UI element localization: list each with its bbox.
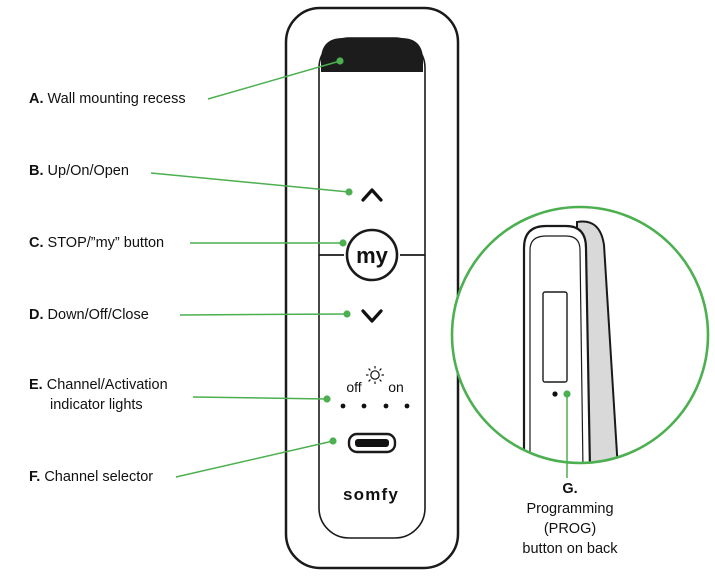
label-d-letter: D. bbox=[29, 307, 44, 323]
label-d: D. Down/Off/Close bbox=[29, 305, 149, 325]
label-d-text: Down/Off/Close bbox=[47, 307, 149, 323]
back-recess bbox=[542, 291, 568, 383]
label-b-letter: B. bbox=[29, 163, 44, 179]
remote-back-face bbox=[522, 224, 592, 463]
my-button[interactable] bbox=[345, 228, 399, 282]
label-g-line3: button on back bbox=[522, 541, 618, 557]
somfy-logo: somfy bbox=[343, 485, 399, 504]
label-g-line1: Programming bbox=[526, 501, 614, 517]
label-a: A. Wall mounting recess bbox=[29, 89, 186, 109]
wall-mounting-recess bbox=[321, 38, 423, 72]
label-e-text: Channel/Activation bbox=[46, 377, 168, 393]
chevron-up-icon[interactable] bbox=[361, 188, 383, 202]
label-f: F. Channel selector bbox=[29, 467, 153, 487]
label-g-letter: G. bbox=[562, 481, 578, 497]
prog-button[interactable] bbox=[552, 391, 558, 397]
on-label: on bbox=[388, 379, 404, 395]
label-g: G. Programming (PROG) button on back bbox=[500, 479, 640, 559]
leader-lines bbox=[150, 57, 571, 478]
off-label: off bbox=[346, 379, 361, 395]
sun-icon bbox=[366, 366, 384, 384]
indicator-light-4 bbox=[404, 403, 410, 409]
remote-face bbox=[318, 37, 426, 539]
label-e-letter: E. bbox=[29, 377, 43, 393]
label-f-letter: F. bbox=[29, 469, 41, 485]
label-c-text: STOP/”my” button bbox=[47, 235, 165, 251]
label-a-letter: A. bbox=[29, 91, 44, 107]
label-c-letter: C. bbox=[29, 235, 44, 251]
label-b-text: Up/On/Open bbox=[47, 163, 129, 179]
prog-zoom-view bbox=[452, 207, 708, 463]
chevron-down-icon[interactable] bbox=[361, 309, 383, 323]
label-c: C. STOP/”my” button bbox=[29, 233, 164, 253]
label-g-line2: (PROG) bbox=[543, 521, 597, 537]
indicator-light-3 bbox=[383, 403, 389, 409]
label-a-text: Wall mounting recess bbox=[47, 91, 186, 107]
label-f-text: Channel selector bbox=[44, 469, 154, 485]
label-e-text2: indicator lights bbox=[50, 397, 143, 413]
zoom-circle bbox=[450, 205, 710, 465]
indicator-light-1 bbox=[340, 403, 346, 409]
label-b: B. Up/On/Open bbox=[29, 161, 129, 181]
my-button-label: my bbox=[356, 243, 389, 268]
indicator-light-2 bbox=[361, 403, 367, 409]
label-e: E. Channel/Activation indicator lights bbox=[29, 375, 168, 415]
channel-selector-slot bbox=[355, 439, 389, 447]
